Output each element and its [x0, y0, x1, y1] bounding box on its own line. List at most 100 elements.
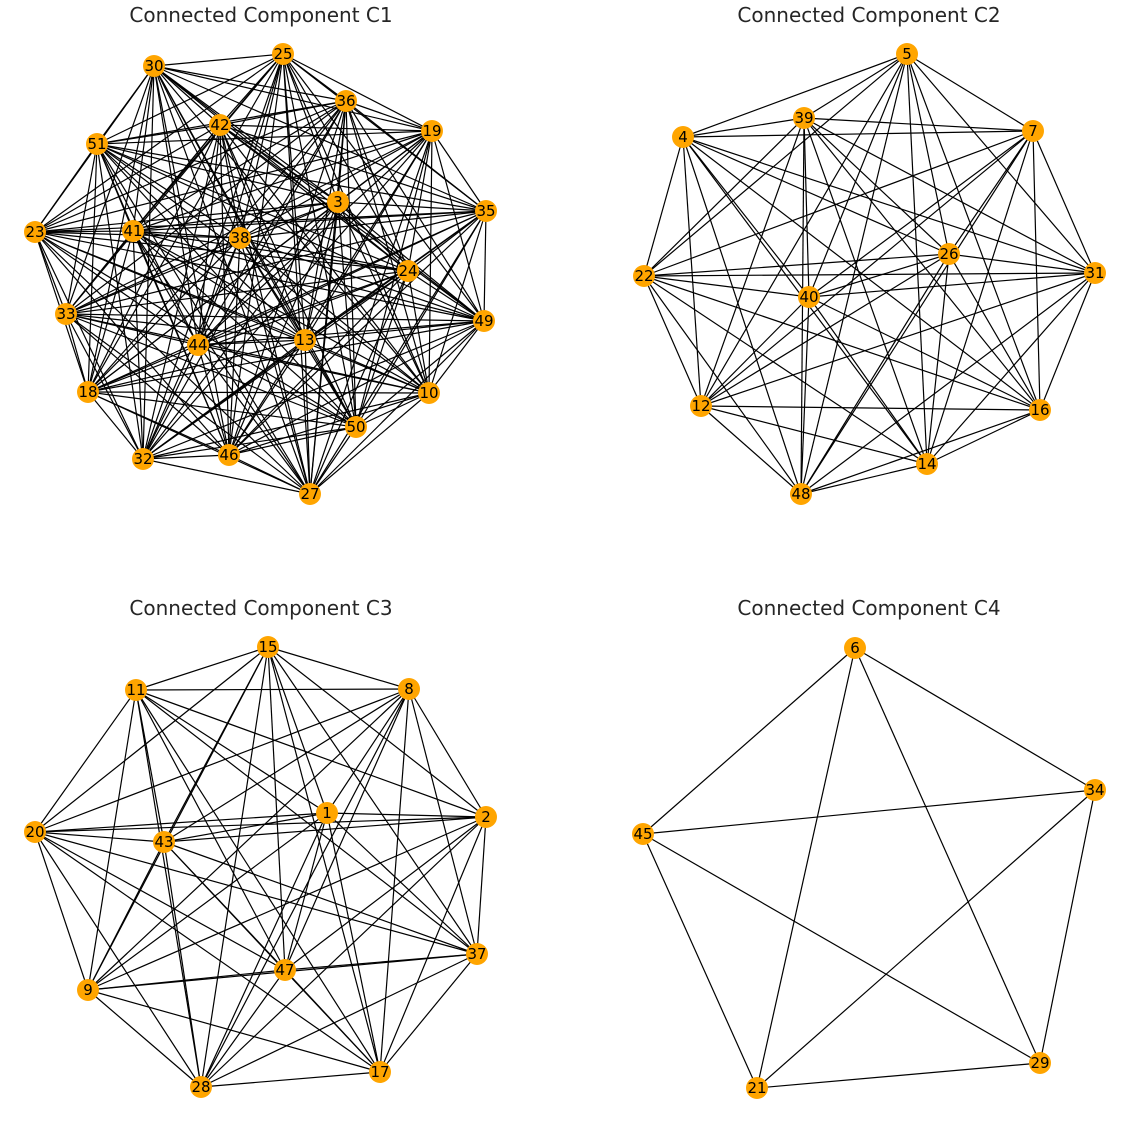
edge-c3-1-43 [163, 812, 328, 843]
node-label: 36 [336, 92, 355, 110]
node-c3-37: 37 [466, 943, 488, 965]
node-c1-49: 49 [473, 310, 495, 332]
edge-c2-12-4 [682, 136, 702, 407]
edge-c1-24-44 [197, 270, 409, 346]
node-circle [77, 979, 99, 1001]
edge-c1-51-3 [96, 143, 339, 203]
edge-c1-30-27 [153, 65, 311, 495]
node-circle [24, 821, 46, 843]
node-c2-7: 7 [1022, 120, 1044, 142]
node-c2-5: 5 [896, 43, 918, 65]
node-c1-46: 46 [218, 444, 240, 466]
node-label: 37 [467, 945, 486, 963]
edge-c2-14-40 [808, 296, 928, 465]
edge-c1-18-33 [65, 313, 89, 393]
node-c4-45: 45 [632, 823, 654, 845]
node-circle [316, 802, 338, 824]
edge-c1-32-42 [142, 124, 221, 460]
edge-c1-30-19 [153, 65, 433, 132]
edge-c1-35-42 [219, 124, 487, 212]
edge-c1-10-41 [132, 230, 430, 394]
edge-c3-28-9 [87, 989, 202, 1088]
edge-c1-3-24 [337, 201, 409, 272]
edge-c3-15-1 [267, 646, 328, 814]
edge-c2-7-4 [682, 130, 1034, 138]
node-label: 27 [300, 485, 319, 503]
edge-c2-48-12 [700, 405, 802, 495]
edge-c2-7-31 [1032, 130, 1096, 274]
edge-c3-17-9 [87, 989, 381, 1073]
node-c1-36: 36 [335, 90, 357, 112]
edge-c1-33-41 [65, 230, 134, 315]
edge-c1-51-42 [96, 124, 221, 145]
edge-c3-9-1 [87, 812, 328, 991]
node-circle [672, 126, 694, 148]
edge-c2-31-14 [926, 272, 1096, 465]
edge-c1-32-13 [142, 339, 306, 460]
edge-c1-50-13 [304, 339, 357, 428]
edge-c2-31-39 [803, 117, 1096, 274]
edge-c3-9-47 [87, 969, 286, 991]
edge-c1-32-41 [132, 230, 144, 460]
node-c1-10: 10 [418, 382, 440, 404]
edge-c1-10-24 [407, 270, 430, 394]
node-circle [218, 444, 240, 466]
edge-c1-19-38 [239, 130, 433, 239]
edge-c3-28-1 [200, 812, 328, 1088]
edge-c3-8-47 [284, 688, 410, 971]
edge-c1-46-32 [142, 454, 230, 460]
panel-title-c4: Connected Component C4 [737, 596, 1000, 620]
edge-c1-27-13 [304, 339, 311, 495]
node-label: 49 [474, 312, 493, 330]
node-label: 15 [258, 638, 277, 656]
node-circle [1029, 1052, 1051, 1074]
edge-c3-20-1 [34, 812, 328, 833]
edge-c3-15-43 [163, 646, 269, 843]
node-c3-11: 11 [125, 679, 147, 701]
edge-c1-25-13 [282, 53, 306, 341]
node-c3-8: 8 [398, 678, 420, 700]
edge-c3-37-20 [34, 831, 478, 955]
edge-c1-27-42 [219, 124, 311, 495]
node-c1-23: 23 [24, 221, 46, 243]
node-c1-24: 24 [397, 260, 419, 282]
edge-c3-2-17 [379, 816, 487, 1073]
edge-c2-7-26 [948, 130, 1034, 255]
node-c2-16: 16 [1029, 399, 1051, 421]
node-label: 21 [747, 1079, 766, 1097]
edge-c2-22-26 [643, 253, 950, 277]
edge-c1-27-33 [65, 313, 311, 495]
edge-c4-6-29 [854, 647, 1041, 1064]
node-circle [209, 114, 231, 136]
node-circle [345, 416, 367, 438]
edge-c1-25-38 [239, 53, 284, 239]
edge-c2-7-40 [808, 130, 1034, 298]
edge-c2-39-40 [803, 117, 810, 298]
edge-c2-14-39 [803, 117, 928, 465]
edge-c1-46-24 [228, 270, 409, 456]
node-circle [418, 382, 440, 404]
node-c1-44: 44 [187, 334, 209, 356]
edge-c1-30-46 [153, 65, 230, 456]
node-c2-39: 39 [793, 107, 815, 129]
edge-c1-35-50 [355, 210, 487, 428]
edge-c2-22-4 [643, 136, 684, 277]
node-circle [916, 453, 938, 475]
edge-c1-38-3 [239, 201, 339, 239]
node-circle [475, 200, 497, 222]
edge-c2-5-39 [803, 53, 908, 119]
edge-c1-25-51 [96, 53, 284, 145]
edge-c2-5-48 [800, 53, 908, 495]
node-circle [421, 120, 443, 142]
node-label: 6 [850, 639, 860, 657]
node-label: 47 [275, 961, 294, 979]
edge-c3-37-11 [135, 689, 478, 955]
edge-c2-48-40 [800, 296, 810, 495]
edge-c1-27-32 [142, 458, 311, 495]
edge-c1-49-23 [34, 231, 485, 322]
node-circle [369, 1061, 391, 1083]
node-label: 34 [1085, 781, 1104, 799]
edge-c3-37-28 [200, 953, 478, 1088]
